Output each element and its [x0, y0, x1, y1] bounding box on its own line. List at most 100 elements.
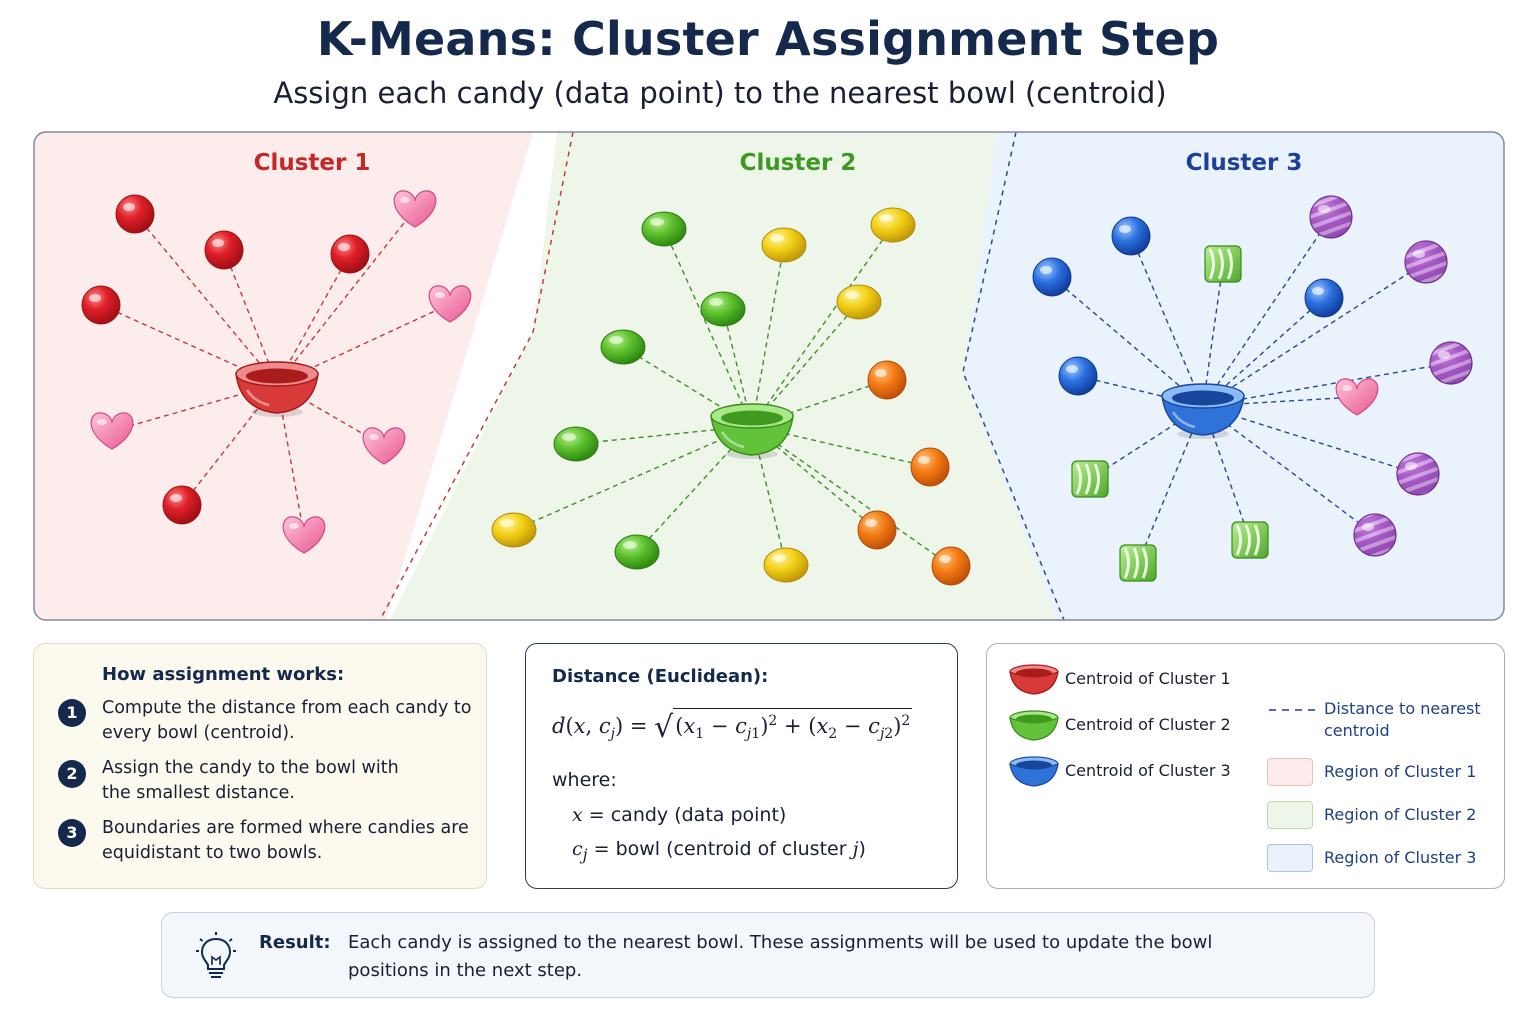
candy-green-square	[1204, 245, 1242, 283]
candy-pink-heart	[362, 427, 406, 465]
candy-red-ball	[330, 234, 370, 274]
centroid-bowl-2	[710, 403, 794, 459]
candy-purple-stripe	[1429, 341, 1473, 385]
region-3-swatch	[1267, 844, 1313, 872]
candy-blue-ball	[1111, 216, 1151, 256]
cluster-diagram: Cluster 1 Cluster 2 Cluster 3	[33, 131, 1505, 621]
distance-line	[1202, 405, 1419, 475]
candy-orange-ball	[931, 546, 971, 586]
distance-line	[1130, 235, 1204, 407]
distance-heading: Distance (Euclidean):	[552, 666, 769, 687]
candy-blue-ball	[1032, 257, 1072, 297]
bowl-green-icon	[1009, 710, 1059, 741]
c-definition-text: = bowl (centroid of cluster	[593, 838, 847, 860]
candy-blue-ball	[1304, 278, 1344, 318]
how-assignment-panel: How assignment works: 1 Compute the dist…	[33, 643, 487, 889]
candy-yellow-oval	[491, 512, 537, 548]
distance-line	[1202, 362, 1452, 407]
legend-distance-line: Distance to nearest centroid	[1324, 699, 1481, 740]
distance-line	[513, 425, 753, 531]
candy-green-oval	[600, 329, 646, 365]
legend-centroid-3: Centroid of Cluster 3	[1065, 761, 1231, 780]
distance-line	[1137, 405, 1204, 564]
page-title: K-Means: Cluster Assignment Step	[316, 12, 1220, 66]
centroid-bowl-3	[1161, 383, 1245, 439]
candy-green-oval	[641, 211, 687, 247]
how-heading: How assignment works:	[102, 664, 345, 685]
distance-line	[111, 383, 278, 432]
candy-purple-stripe	[1309, 195, 1353, 239]
distance-line	[1202, 263, 1224, 407]
legend-panel: Centroid of Cluster 1 Centroid of Cluste…	[986, 643, 1505, 889]
distance-line	[276, 208, 416, 385]
dashed-line-icon	[1269, 709, 1315, 711]
candy-blue-ball	[1058, 356, 1098, 396]
c-definition: cj = bowl (centroid of cluster j)	[572, 838, 866, 864]
candy-orange-ball	[857, 510, 897, 550]
candy-purple-stripe	[1353, 513, 1397, 557]
candy-yellow-oval	[761, 227, 807, 263]
distance-line	[276, 253, 351, 385]
step-1-badge: 1	[58, 699, 86, 727]
candy-yellow-oval	[870, 207, 916, 243]
legend-region-2: Region of Cluster 2	[1324, 805, 1477, 824]
candy-pink-heart	[393, 190, 437, 228]
diagram-frame	[33, 131, 1505, 621]
candy-green-oval	[700, 291, 746, 327]
euclidean-formula: d(x, cj) = √(x1 − cj1)2 + (x2 − cj2)2	[552, 708, 913, 745]
candy-yellow-oval	[836, 284, 882, 320]
step-3-badge: 3	[58, 819, 86, 847]
candy-red-ball	[162, 485, 202, 525]
candy-pink-heart	[428, 285, 472, 323]
distance-panel: Distance (Euclidean): d(x, cj) = √(x1 − …	[525, 643, 958, 889]
candy-green-square	[1119, 544, 1157, 582]
distance-line	[751, 425, 931, 468]
boundary-1-2	[379, 132, 574, 620]
distance-line	[1077, 375, 1204, 407]
distance-line	[751, 244, 785, 427]
region-cluster-1	[34, 132, 573, 620]
candy-green-square	[1071, 460, 1109, 498]
distance-line	[636, 425, 753, 553]
distance-line	[751, 425, 952, 567]
region-2-swatch	[1267, 801, 1313, 829]
legend-centroid-1: Centroid of Cluster 1	[1065, 669, 1231, 688]
x-definition: x = candy (data point)	[572, 804, 787, 826]
result-panel: Result: Each candy is assigned to the ne…	[161, 912, 1375, 998]
candy-pink-heart	[90, 412, 134, 450]
step-1-text: Compute the distance from each candy to …	[102, 698, 472, 743]
lightbulb-icon	[196, 932, 236, 978]
candy-green-oval	[614, 534, 660, 570]
bowl-red-icon	[1009, 664, 1059, 695]
candy-green-square	[1231, 521, 1269, 559]
candy-green-oval	[553, 426, 599, 462]
candy-purple-stripe	[1396, 452, 1440, 496]
result-label: Result:	[259, 932, 331, 953]
where-label: where:	[552, 769, 617, 791]
centroid-bowl-1	[235, 361, 319, 417]
candy-orange-ball	[867, 360, 907, 400]
candy-red-ball	[204, 230, 244, 270]
step-3-text: Boundaries are formed where candies are …	[102, 818, 469, 863]
step-2-text: Assign the candy to the bowl with the sm…	[102, 758, 399, 803]
step-2-badge: 2	[58, 760, 86, 788]
distance-line	[134, 213, 278, 385]
result-text: Each candy is assigned to the nearest bo…	[348, 932, 1213, 981]
legend-region-3: Region of Cluster 3	[1324, 848, 1477, 867]
cluster-3-label: Cluster 3	[1186, 150, 1303, 176]
candy-pink-heart	[1335, 378, 1379, 416]
distance-line	[276, 303, 451, 385]
candy-yellow-oval	[763, 547, 809, 583]
cluster-1-label: Cluster 1	[254, 150, 371, 176]
cluster-2-label: Cluster 2	[740, 150, 857, 176]
bowl-blue-icon	[1009, 756, 1059, 787]
legend-region-1: Region of Cluster 1	[1324, 762, 1477, 781]
region-1-swatch	[1267, 758, 1313, 786]
boundary-2-3	[962, 132, 1065, 620]
page-subtitle: Assign each candy (data point) to the ne…	[273, 76, 1167, 110]
distance-line	[751, 224, 894, 427]
candy-red-ball	[81, 285, 121, 325]
x-definition-text: = candy (data point)	[588, 804, 787, 826]
distance-line	[1051, 276, 1204, 407]
candy-orange-ball	[910, 447, 950, 487]
